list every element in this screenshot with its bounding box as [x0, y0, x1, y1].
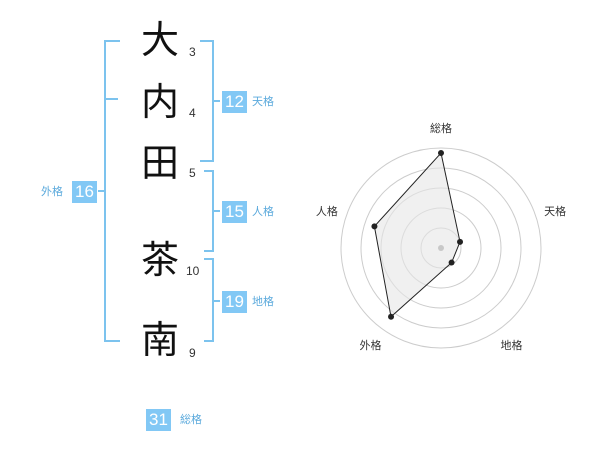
name-char-5: 南 — [140, 318, 179, 362]
chikaku-connector — [212, 300, 220, 302]
jinkaku-value: 15 — [222, 201, 247, 223]
chikaku-label: 地格 — [252, 295, 274, 308]
soukaku-value: 31 — [146, 409, 171, 431]
tenkaku-connector — [212, 100, 220, 102]
family-name-divider-tick — [104, 98, 118, 100]
name-char-4: 茶 — [140, 238, 179, 282]
name-char-1: 大 — [140, 18, 179, 62]
radar-axis-label-5: 人格 — [316, 204, 338, 218]
radar-series-area — [373, 151, 461, 318]
gaikaku-bracket — [104, 40, 120, 342]
radar-point-2 — [457, 238, 464, 245]
radar-point-3 — [448, 259, 455, 266]
stroke-count-3: 5 — [189, 166, 196, 180]
gaikaku-connector — [98, 190, 106, 192]
gaikaku-value: 16 — [72, 181, 97, 203]
name-char-2: 内 — [140, 80, 179, 124]
jinkaku-label: 人格 — [252, 205, 274, 218]
radar-ring-5 — [340, 147, 542, 349]
stroke-count-5: 9 — [189, 346, 196, 360]
name-char-3: 田 — [140, 141, 179, 185]
tenkaku-value: 12 — [222, 91, 247, 113]
stroke-count-4: 10 — [186, 264, 200, 278]
tenkaku-label: 天格 — [252, 95, 274, 108]
radar-axis-label-1: 総格 — [430, 121, 452, 135]
gaikaku-label: 外格 — [41, 185, 63, 198]
radar-points — [371, 150, 464, 320]
soukaku-label: 総格 — [180, 413, 202, 426]
radar-axis-label-2: 天格 — [544, 204, 566, 218]
radar-axis-label-4: 外格 — [360, 338, 382, 352]
stroke-count-1: 3 — [189, 45, 196, 59]
radar-axis-label-3: 地格 — [501, 338, 523, 352]
chikaku-value: 19 — [222, 291, 247, 313]
stroke-count-2: 4 — [189, 106, 196, 120]
radar-point-1 — [438, 150, 444, 156]
jinkaku-connector — [212, 210, 220, 212]
radar-point-4 — [388, 313, 395, 320]
radar-point-5 — [371, 223, 378, 230]
radar-center-dot — [438, 245, 444, 251]
